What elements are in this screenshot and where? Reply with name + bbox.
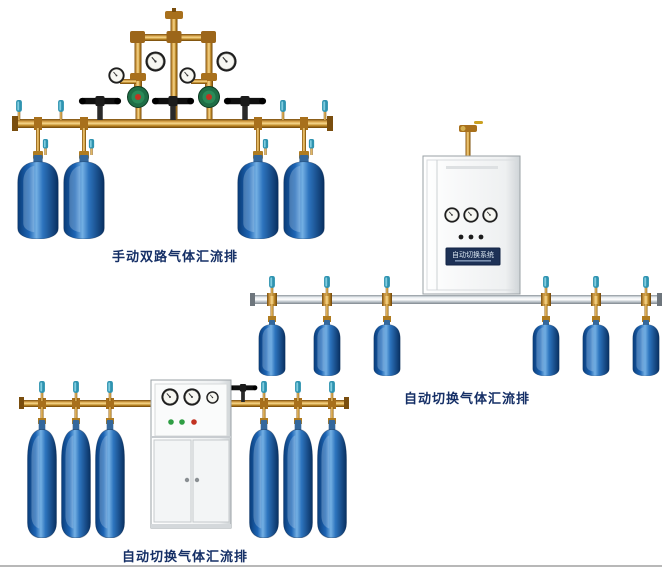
auto-switch-floor-manifold-illustration	[19, 379, 349, 538]
gas-cylinder	[582, 320, 610, 376]
bottom-divider	[0, 565, 662, 567]
gas-cylinder	[258, 320, 286, 376]
control-cabinet	[150, 379, 232, 529]
gas-cylinder	[317, 420, 347, 538]
gas-cylinder	[17, 155, 59, 239]
cylinder-station	[283, 407, 313, 538]
cabinet-inlet-pipe	[459, 121, 483, 158]
manifold-pipe	[250, 293, 662, 306]
cylinder-station	[283, 128, 325, 239]
manifold-pipe-right	[231, 397, 349, 409]
gas-cylinder	[532, 320, 560, 376]
gas-cylinder	[63, 155, 105, 239]
cylinder-station	[17, 128, 59, 239]
cylinder-station	[237, 128, 279, 239]
gas-cylinder	[27, 420, 57, 538]
cylinder-station	[258, 304, 286, 376]
cylinder-station	[317, 407, 347, 538]
cylinder-station	[632, 304, 660, 376]
cabinet-nameplate-text: 自动切换系统	[452, 250, 494, 259]
cylinder-station	[373, 304, 401, 376]
cabinet-door	[192, 439, 230, 523]
auto-switch-wall-manifold-illustration: 自动切换系统	[250, 121, 662, 376]
indicator-light	[179, 419, 185, 425]
panel-button	[468, 234, 474, 240]
cylinder-station	[95, 407, 125, 538]
door-handle	[194, 477, 200, 483]
gas-cylinder	[61, 420, 91, 538]
valve-handle	[42, 139, 49, 155]
pressure-gauge	[183, 388, 201, 406]
panel-button	[458, 234, 464, 240]
product-caption: 自动切换气体汇流排	[122, 549, 249, 564]
gas-cylinder	[283, 420, 313, 538]
indicator-light	[191, 419, 197, 425]
panel-button	[478, 234, 484, 240]
indicator-light	[168, 419, 174, 425]
manifold-pipe	[12, 116, 333, 131]
handwheel-valve	[223, 96, 267, 120]
handwheel-valve	[151, 96, 195, 120]
regulator-outlet-pipe	[135, 105, 142, 121]
cylinder-station	[63, 128, 105, 239]
manifold-pipe-left	[19, 397, 151, 409]
gas-cylinder	[632, 320, 660, 376]
pressure-gauge	[444, 207, 460, 223]
gas-cylinder	[249, 420, 279, 538]
product-caption: 自动切换气体汇流排	[404, 391, 531, 406]
handwheel-valve	[78, 96, 122, 120]
cabinet-nameplate: 自动切换系统	[445, 247, 501, 266]
cylinder-station	[532, 304, 560, 376]
manual-dual-manifold-illustration	[12, 8, 333, 239]
regulator-outlet-pipe	[206, 105, 213, 121]
gas-cylinder	[95, 420, 125, 538]
gas-cylinder	[313, 320, 341, 376]
valve-handle	[88, 139, 95, 155]
cylinder-station	[582, 304, 610, 376]
handwheel-valve	[228, 384, 258, 402]
cylinder-station	[313, 304, 341, 376]
cylinder-station	[61, 407, 91, 538]
cylinder-station	[249, 407, 279, 538]
pressure-gauge	[463, 207, 479, 223]
gas-cylinder	[373, 320, 401, 376]
pressure-gauge	[482, 207, 498, 223]
door-handle	[184, 477, 190, 483]
control-cabinet: 自动切换系统	[422, 155, 521, 295]
pressure-gauge	[206, 391, 219, 404]
valve-handle	[280, 100, 286, 120]
valve-handle	[58, 100, 64, 120]
pressure-gauge	[161, 388, 179, 406]
cabinet-door	[153, 439, 192, 523]
cylinder-station	[27, 407, 57, 538]
header-piping	[130, 8, 216, 121]
product-caption: 手动双路气体汇流排	[112, 249, 239, 264]
